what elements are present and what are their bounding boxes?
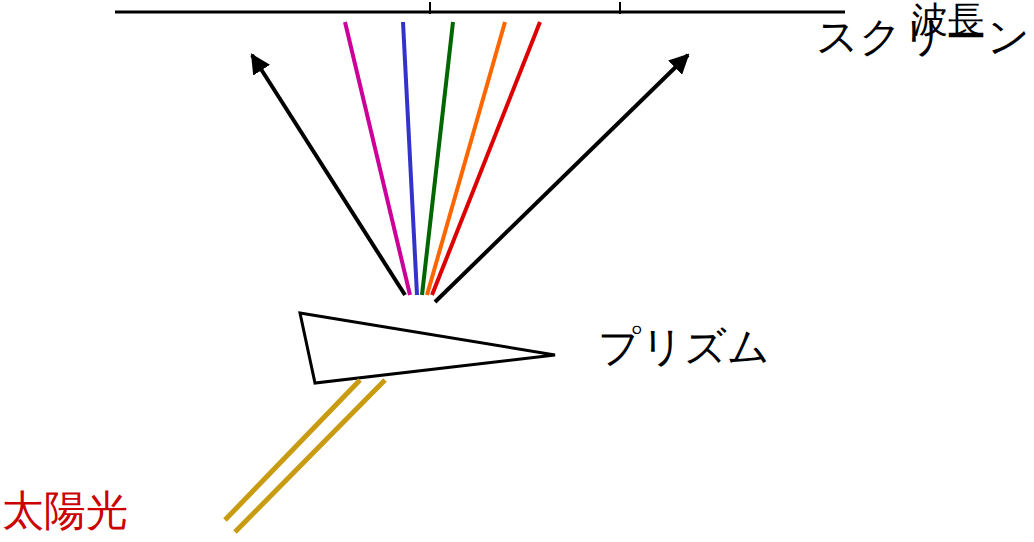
prism-triangle [300,313,555,383]
blue-ray [403,22,417,295]
invisible-ray-arrow [252,55,405,295]
tick-mark [429,2,431,14]
sunlight-beam [225,380,360,520]
sunlight-beam [235,380,385,532]
orange-ray [427,22,505,295]
screen-line [115,11,845,14]
screen-label: スクリーン [816,14,1030,60]
sunlight-label: 太陽光 [2,488,128,534]
prism-label: プリズム [598,324,770,370]
invisible-ray-arrow [435,55,688,302]
tick-mark [619,2,621,14]
